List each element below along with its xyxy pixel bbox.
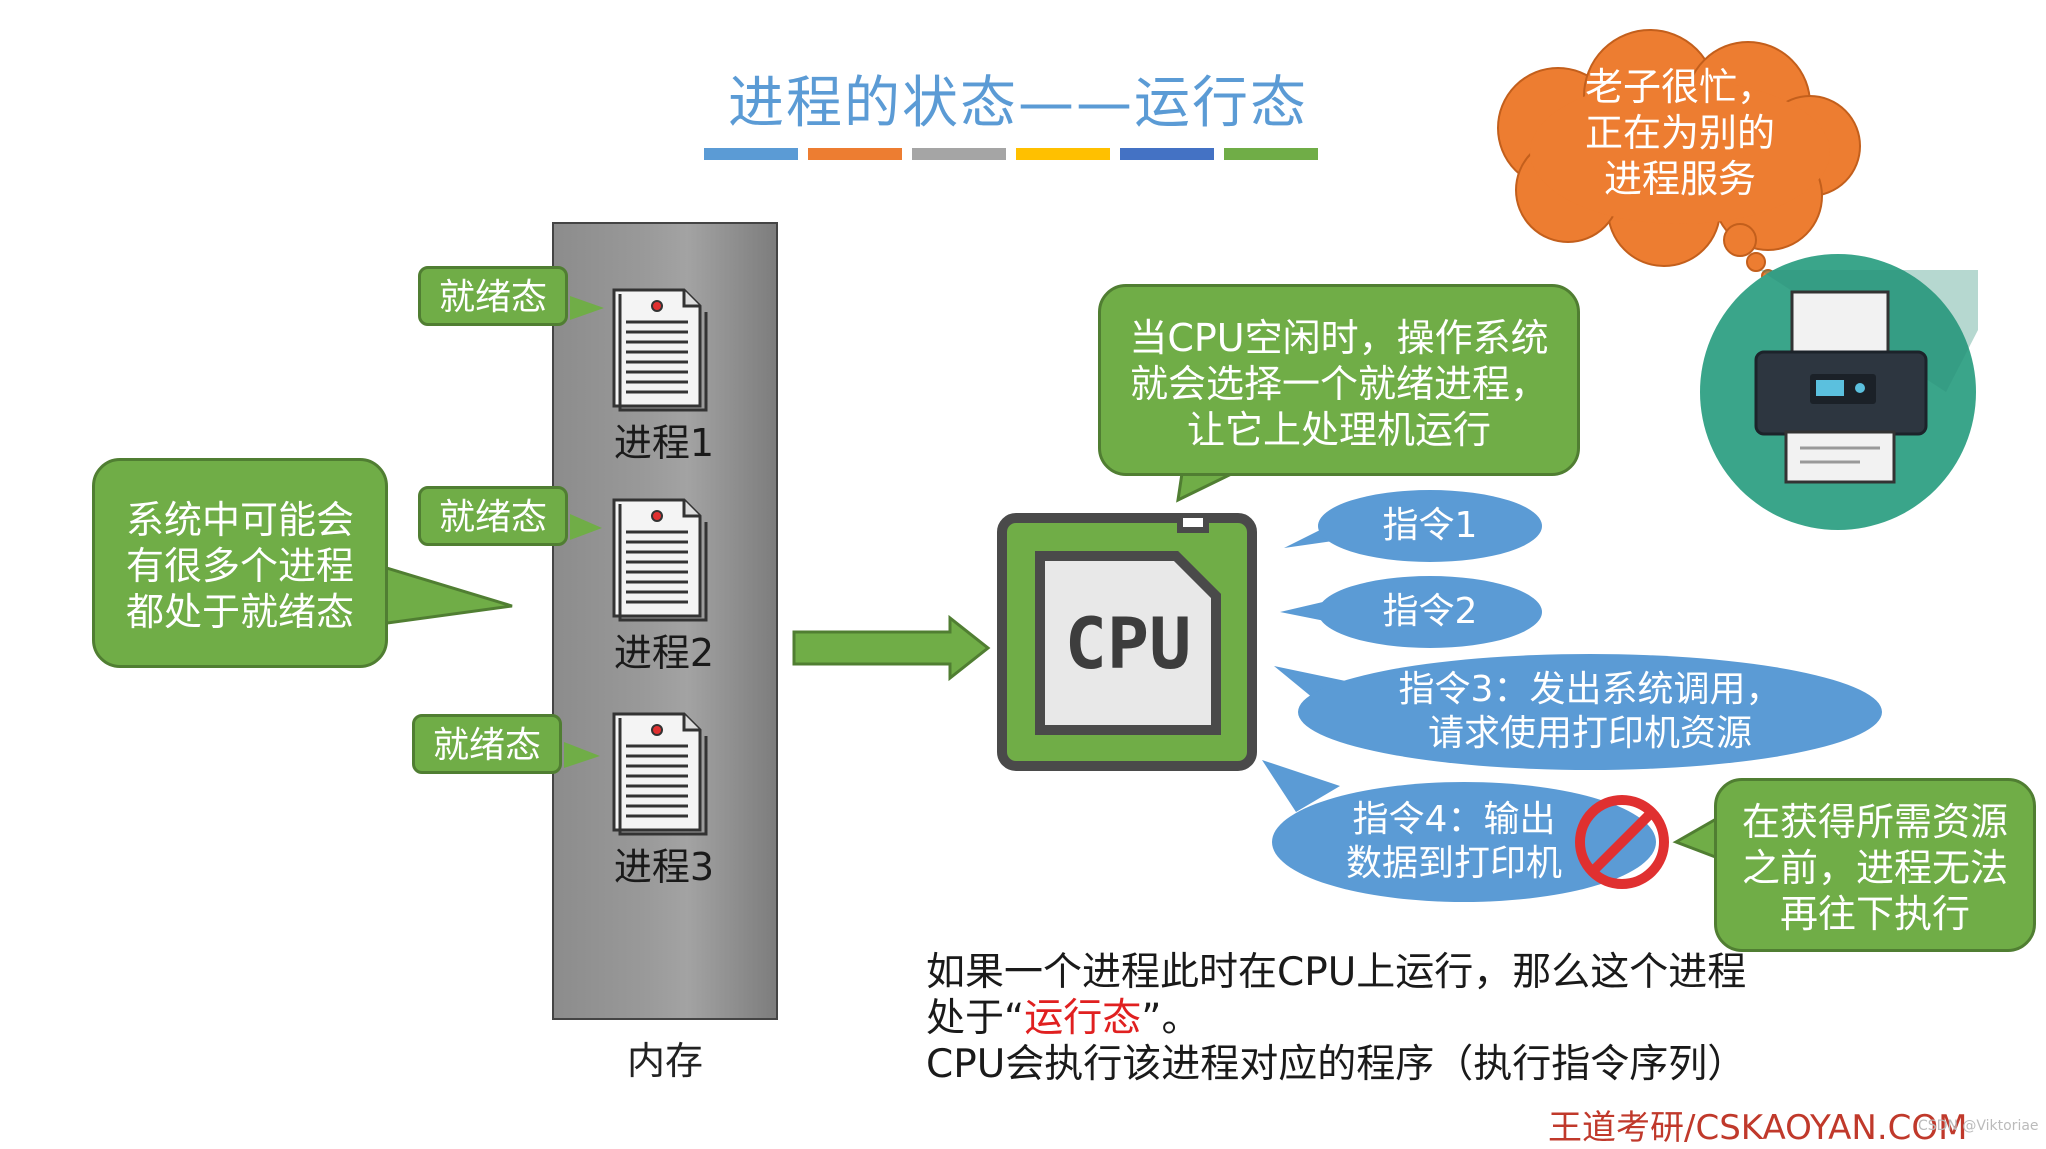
watermark: CSDN @Viktoriae [1918, 1118, 2039, 1134]
printer-thought-text: 老子很忙， 正在为别的 进程服务 [1520, 64, 1840, 202]
instruction-3-balloon [1274, 654, 1882, 770]
blocked-note-pointer [1672, 815, 1720, 861]
footer-brand: 王道考研/CSKAOYAN.COM [1548, 1108, 1968, 1148]
explanation-line-3: CPU会执行该进程对应的程序（执行指令序列） [926, 1042, 1747, 1087]
instruction-1-text: 指令1 [1330, 504, 1530, 548]
process-label-1: 进程1 [613, 421, 715, 465]
cpu-note: 当CPU空闲时，操作系统 就会选择一个就绪进程， 让它上处理机运行 [1098, 284, 1580, 476]
process-label-2: 进程2 [613, 631, 715, 675]
explanation-line-1: 如果一个进程此时在CPU上运行，那么这个进程 [926, 950, 1747, 995]
instruction-2-text: 指令2 [1330, 590, 1530, 634]
instruction-4-balloon [1262, 760, 1656, 902]
instruction-line: 请求使用打印机资源 [1427, 713, 1752, 754]
left-note: 系统中可能会 有很多个进程 都处于就绪态 [92, 458, 388, 668]
running-state-explanation: 如果一个进程此时在CPU上运行，那么这个进程 处于“运行态”。 CPU会执行该进… [926, 950, 1886, 1088]
blocked-note-line: 在获得所需资源 [1741, 800, 2008, 844]
thought-line: 老子很忙， [1584, 65, 1775, 109]
page-title: 进程的状态——运行态 [728, 71, 1308, 136]
instruction-3-text: 指令3：发出系统调用， 请求使用打印机资源 [1310, 668, 1870, 756]
blocked-note-line: 再往下执行 [1779, 892, 1970, 936]
instruction-1-balloon [1284, 490, 1542, 562]
instruction-line: 数据到打印机 [1345, 843, 1562, 884]
left-note-line: 都处于就绪态 [125, 590, 354, 634]
title-bar-3 [912, 148, 1006, 160]
document-icon [612, 712, 708, 836]
tag-pointer [570, 296, 604, 320]
tag-pointer [564, 742, 600, 768]
cpu-note-line: 让它上处理机运行 [1186, 408, 1491, 452]
title-bar-2 [808, 148, 902, 160]
process-label-3: 进程3 [613, 845, 715, 889]
instruction-line: 指令1 [1382, 505, 1478, 546]
blocked-note-line: 之前，进程无法 [1741, 846, 2008, 890]
ready-state-tag-1: 就绪态 [418, 266, 569, 326]
instruction-line: 指令3：发出系统调用， [1398, 669, 1782, 710]
ready-state-tag-3: 就绪态 [412, 714, 563, 774]
cpu-note-line: 就会选择一个就绪进程， [1129, 362, 1548, 406]
instruction-2-balloon [1280, 576, 1542, 648]
document-icon [612, 288, 708, 412]
left-note-pointer [378, 563, 513, 626]
title-bar-5 [1120, 148, 1214, 160]
arrow-right-icon [792, 614, 991, 682]
cpu-chip-icon: CPU [997, 513, 1257, 771]
memory-label: 内存 [626, 1039, 703, 1083]
instruction-4-text: 指令4：输出 数据到打印机 [1304, 798, 1604, 886]
blocked-note: 在获得所需资源 之前，进程无法 再往下执行 [1714, 778, 2036, 952]
thought-cloud [1497, 29, 1861, 283]
explanation-line-2: 处于“运行态”。 [926, 996, 1201, 1041]
ready-state-tag-2: 就绪态 [418, 486, 569, 546]
document-icon [612, 498, 708, 622]
thought-line: 进程服务 [1603, 157, 1756, 201]
tag-pointer [570, 514, 602, 540]
instruction-line: 指令4：输出 [1352, 799, 1556, 840]
cpu-note-line: 当CPU空闲时，操作系统 [1129, 316, 1549, 360]
instruction-line: 指令2 [1382, 591, 1478, 632]
title-bar-4 [1016, 148, 1110, 160]
left-note-line: 有很多个进程 [125, 544, 354, 588]
svg-text:CPU: CPU [1065, 603, 1191, 685]
thought-line: 正在为别的 [1584, 111, 1775, 155]
title-bar-1 [704, 148, 798, 160]
title-bar-6 [1224, 148, 1318, 160]
printer-icon [1700, 254, 1978, 530]
left-note-line: 系统中可能会 [125, 498, 354, 542]
running-state-term: 运行态 [1024, 996, 1142, 1041]
prohibited-icon [1575, 795, 1669, 889]
